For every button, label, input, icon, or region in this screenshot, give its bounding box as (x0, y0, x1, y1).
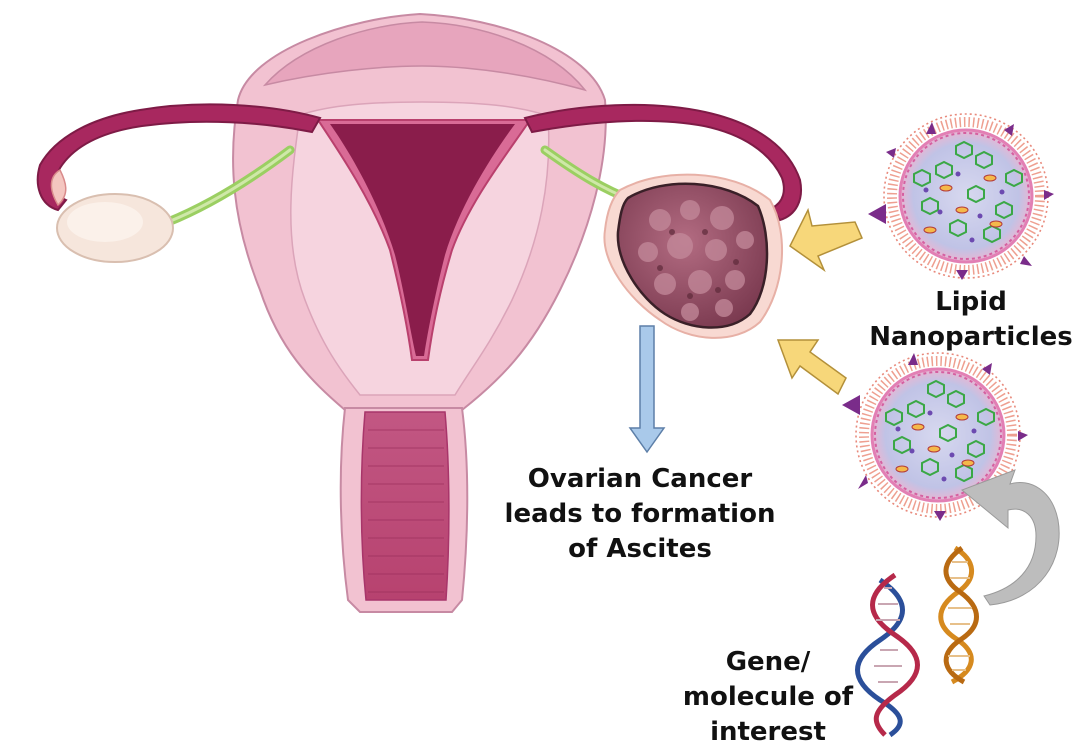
tumor-icon (604, 175, 782, 338)
ascites-caption: Ovarian Cancer leads to formation of Asc… (500, 462, 780, 567)
gene-caption-line: interest (668, 715, 868, 750)
nanoparticles-caption: Lipid Nanoparticles (866, 285, 1076, 355)
delivery-arrow-upper (790, 210, 862, 270)
nanoparticles-caption-line: Lipid (866, 285, 1076, 320)
ascites-caption-line: of Ascites (500, 532, 780, 567)
ovary-icon (57, 194, 173, 262)
ascites-caption-line: leads to formation (500, 497, 780, 532)
dna-helix-icon (941, 548, 977, 682)
gene-caption-line: molecule of (668, 680, 868, 715)
curved-arrow-icon (962, 470, 1059, 605)
gene-caption: Gene/ molecule of interest (668, 645, 868, 750)
ascites-caption-line: Ovarian Cancer (500, 462, 780, 497)
lipid-nanoparticle-icon (868, 114, 1054, 280)
gene-caption-line: Gene/ (668, 645, 868, 680)
ascites-arrow (630, 326, 664, 452)
nanoparticles-caption-line: Nanoparticles (866, 320, 1076, 355)
delivery-arrow-lower (778, 340, 846, 394)
